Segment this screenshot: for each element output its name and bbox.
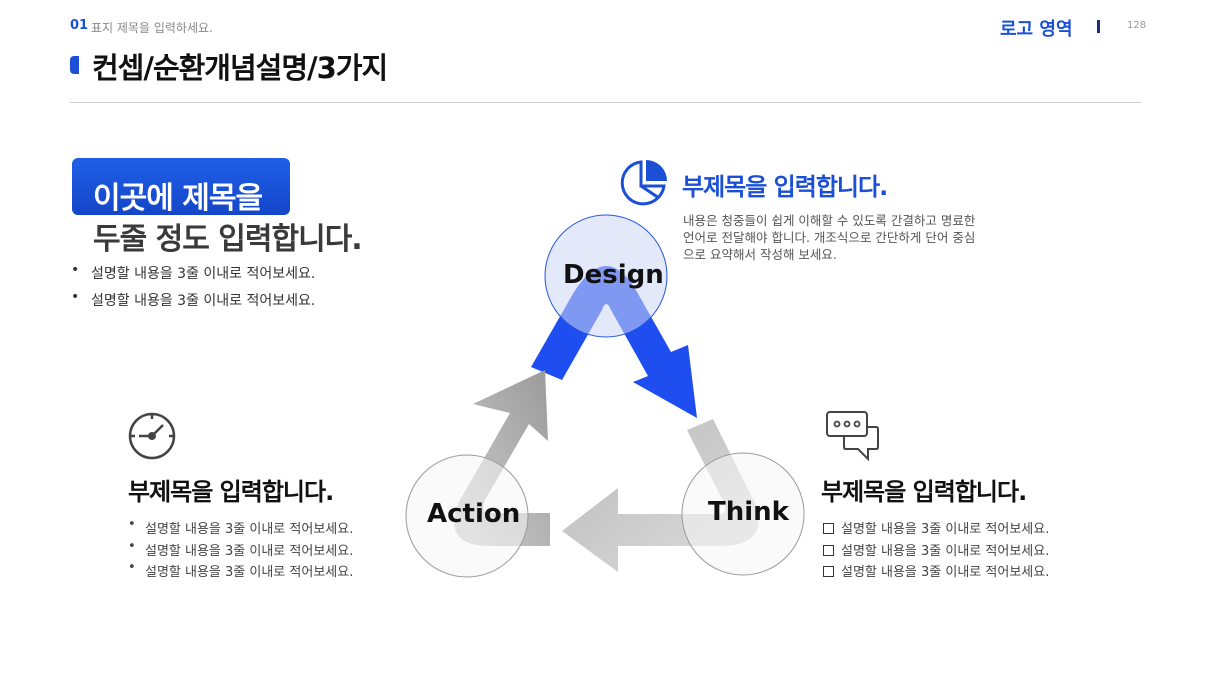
headline-highlight [72, 158, 290, 215]
checkbox-square [823, 545, 834, 556]
think-bullet: 설명할 내용을 3줄 이내로 적어보세요. [823, 518, 1049, 537]
bullet-dot: • [128, 517, 136, 532]
page-title: 컨셉/순환개념설명/3가지 [92, 51, 388, 85]
header-divider [70, 102, 1141, 103]
design-section-description: 내용은 청중들이 쉽게 이해할 수 있도록 간결하고 명료한 언어로 전달해야 … [683, 213, 976, 262]
section-number: 01 [70, 18, 89, 33]
headline-line2: 두줄 정도 입력합니다. [93, 222, 363, 257]
think-bullet-text: 설명할 내용을 3줄 이내로 적어보세요. [841, 544, 1050, 559]
node-action-label: Action [427, 499, 521, 529]
think-bullet: 설명할 내용을 3줄 이내로 적어보세요. [823, 561, 1049, 580]
action-bullet: • 설명할 내용을 3줄 이내로 적어보세요. [128, 517, 354, 537]
design-section-title: 부제목을 입력합니다. [682, 173, 888, 201]
headline-bullet-text: 설명할 내용을 3줄 이내로 적어보세요. [91, 293, 316, 309]
cycle-diagram [405, 214, 805, 578]
action-bullet-text: 설명할 내용을 3줄 이내로 적어보세요. [145, 544, 354, 559]
node-think-circle [681, 452, 805, 576]
checkbox-square [823, 523, 834, 534]
think-bullet-text: 설명할 내용을 3줄 이내로 적어보세요. [841, 522, 1050, 537]
logo-divider [1097, 20, 1100, 33]
headline-bullet: • 설명할 내용을 3줄 이내로 적어보세요. [71, 289, 316, 310]
think-bullet: 설명할 내용을 3줄 이내로 적어보세요. [823, 540, 1049, 559]
action-bullet: • 설명할 내용을 3줄 이내로 적어보세요. [128, 539, 354, 559]
page-number: 128 [1127, 20, 1147, 31]
bullet-dot: • [71, 262, 80, 278]
action-bullet-text: 설명할 내용을 3줄 이내로 적어보세요. [145, 522, 354, 537]
headline-bullet: • 설명할 내용을 3줄 이내로 적어보세요. [71, 262, 316, 283]
bullet-dot: • [128, 560, 136, 575]
checkbox-square [823, 566, 834, 577]
chat-bubble-icon [826, 411, 879, 462]
action-bullet: • 설명할 내용을 3줄 이내로 적어보세요. [128, 560, 354, 580]
node-action-circle [405, 454, 529, 578]
think-section-title: 부제목을 입력합니다. [821, 478, 1027, 506]
clock-icon [128, 412, 176, 460]
think-bullet-text: 설명할 내용을 3줄 이내로 적어보세요. [841, 565, 1050, 580]
headline-bullet-text: 설명할 내용을 3줄 이내로 적어보세요. [91, 266, 316, 282]
pie-chart-icon [620, 160, 667, 206]
node-design-circle [544, 214, 668, 338]
node-think-label: Think [708, 497, 789, 527]
bullet-dot: • [71, 289, 80, 305]
bullet-dot: • [128, 539, 136, 554]
headline-line1: 이곳에 제목을 [93, 181, 263, 216]
title-marker [70, 56, 79, 74]
action-section-title: 부제목을 입력합니다. [128, 478, 334, 506]
node-design-label: Design [563, 260, 664, 290]
action-bullet-text: 설명할 내용을 3줄 이내로 적어보세요. [145, 565, 354, 580]
logo-text: 로고 영역 [1000, 19, 1073, 40]
header-subtitle: 표지 제목을 입력하세요. [91, 21, 213, 35]
